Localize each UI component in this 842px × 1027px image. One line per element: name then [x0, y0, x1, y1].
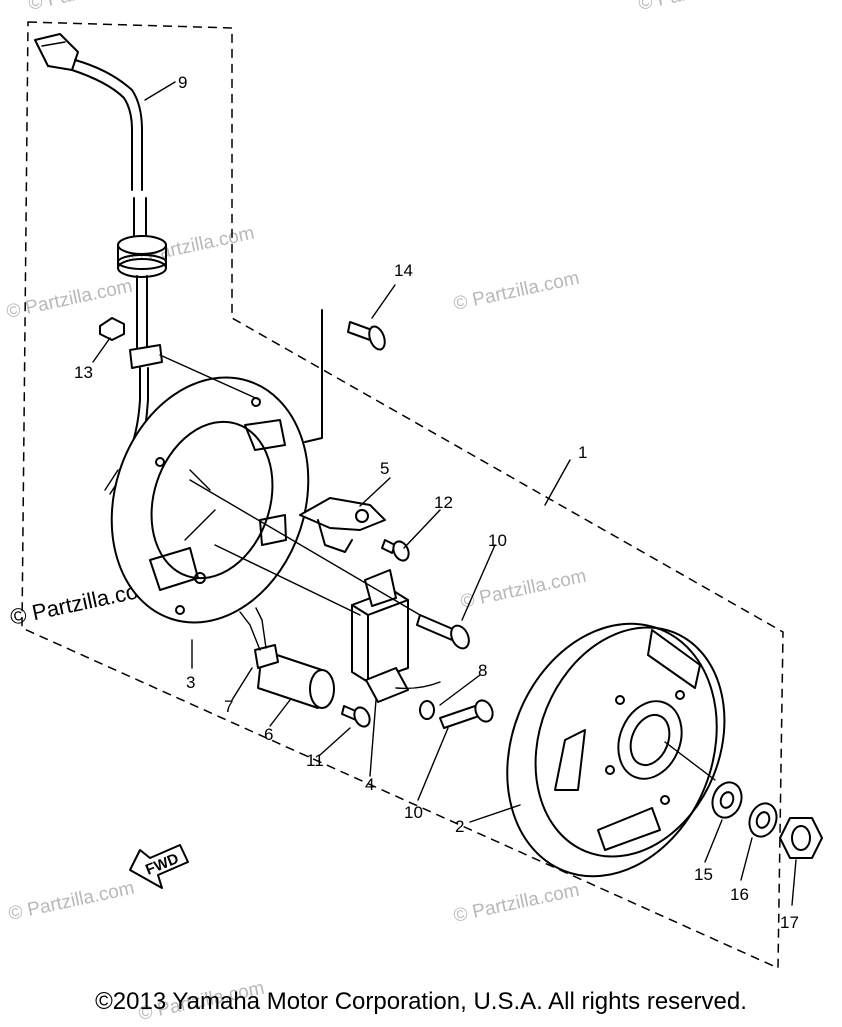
lock-washer-16: [748, 802, 778, 838]
watermark: © Partzilla.com: [452, 880, 582, 927]
screw-12: [381, 539, 410, 562]
fwd-label: FWD: [143, 850, 181, 879]
watermark: © Partzilla.com: [7, 878, 137, 925]
watermark: © Partzilla.com: [459, 566, 589, 613]
callout-16: 16: [730, 885, 749, 904]
contact-breaker: [299, 497, 386, 553]
callout-3: 3: [186, 673, 195, 692]
callout-1: 1: [578, 443, 587, 462]
callout-14: 14: [394, 261, 413, 280]
bolt-10-lower: [439, 699, 494, 729]
nut-17: [779, 817, 823, 859]
callout-7: 7: [224, 697, 233, 716]
fwd-arrow: FWD: [129, 844, 189, 889]
callout-5: 5: [380, 459, 389, 478]
callout-6: 6: [264, 725, 273, 744]
watermark: © Partzilla.com: [5, 276, 135, 323]
callout-17: 17: [780, 913, 799, 932]
callout-13: 13: [74, 363, 93, 382]
callout-12: 12: [434, 493, 453, 512]
screw-14: [347, 321, 386, 351]
washer-15: [711, 781, 743, 819]
callout-8: 8: [478, 661, 487, 680]
wire-harness: [34, 33, 167, 498]
assembly-dashed-outline: [21, 21, 784, 970]
watermark: © Partzilla.com: [637, 0, 767, 15]
washer-8: [419, 700, 435, 720]
copyright-notice: ©2013 Yamaha Motor Corporation, U.S.A. A…: [95, 988, 747, 1015]
callouts: 1 2 3 4 5 6 7 8 9 10 10 11 12 13 14 15 1…: [74, 73, 799, 932]
condenser: [239, 607, 335, 709]
screw-11: [341, 705, 371, 728]
bolt-13: [99, 317, 125, 341]
callout-4: 4: [365, 775, 374, 794]
base-plate: [110, 376, 310, 624]
center-axis-line: [159, 354, 716, 781]
bolt-10-upper: [416, 614, 470, 650]
callout-2: 2: [455, 817, 464, 836]
callout-11: 11: [306, 751, 324, 770]
leader-lines: [92, 81, 797, 906]
watermark: © Partzilla.com: [27, 0, 157, 15]
callout-9: 9: [178, 73, 187, 92]
rotor-flywheel: [506, 622, 726, 878]
callout-10a: 10: [488, 531, 507, 550]
leader-bracket-14: [304, 309, 323, 443]
callout-10b: 10: [404, 803, 423, 822]
callout-15: 15: [694, 865, 713, 884]
ignition-coil: [351, 569, 441, 703]
watermark: © Partzilla.com: [452, 268, 582, 315]
